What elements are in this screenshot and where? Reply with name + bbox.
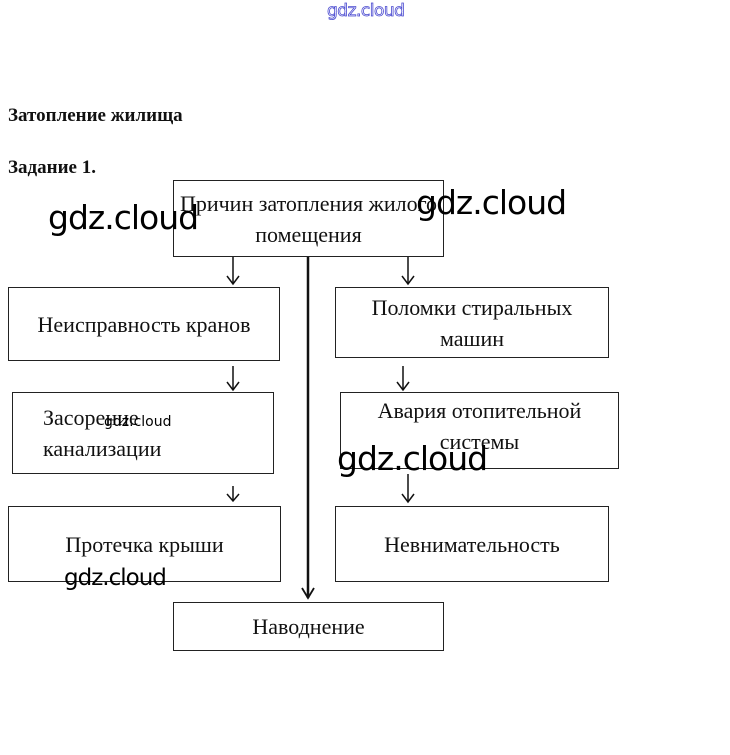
cause-box-carelessness: Невнимательность bbox=[335, 506, 609, 582]
arrow-head-icon bbox=[226, 493, 240, 503]
cause-label: Поломки стиральных машин bbox=[371, 294, 573, 351]
watermark: gdz.cloud bbox=[64, 565, 167, 591]
arrow-head-icon bbox=[226, 381, 240, 392]
watermark: gdz.cloud bbox=[337, 439, 488, 478]
cause-box-roof-leak: Протечка крыши bbox=[8, 506, 281, 582]
watermark: gdz.cloud bbox=[416, 183, 567, 222]
watermark: gdz.cloud bbox=[48, 198, 199, 237]
cause-label: Засорение канализации bbox=[43, 405, 162, 461]
arrow-head-icon bbox=[301, 587, 315, 600]
watermark-top: gdz.cloud bbox=[327, 1, 406, 22]
arrow-head-icon bbox=[401, 275, 415, 286]
root-cause-label: Причин затопления жилого помещения bbox=[179, 190, 438, 247]
cause-label: Невнимательность bbox=[384, 531, 560, 557]
cause-box-sewer-clog: Засорение канализации bbox=[12, 392, 274, 474]
cause-label: Авария отопительной системы bbox=[377, 398, 582, 454]
watermark: gdz.cloud bbox=[104, 414, 172, 430]
arrow-head-icon bbox=[401, 493, 415, 504]
cause-box-heating-failure: Авария отопительной системы bbox=[340, 392, 619, 469]
root-cause-box: Причин затопления жилого помещения bbox=[173, 180, 444, 257]
cause-label: Протечка крыши bbox=[65, 531, 224, 557]
task-label: Задание 1. bbox=[8, 157, 96, 178]
document-title: Затопление жилища bbox=[8, 105, 183, 126]
cause-box-faulty-taps: Неисправность кранов bbox=[8, 287, 280, 361]
cause-box-washing-machines: Поломки стиральных машин bbox=[335, 287, 609, 358]
arrow-head-icon bbox=[226, 275, 240, 286]
cause-label: Наводнение bbox=[252, 614, 365, 639]
arrow-head-icon bbox=[396, 381, 410, 392]
cause-label: Неисправность кранов bbox=[37, 311, 251, 337]
cause-box-flood: Наводнение bbox=[173, 602, 444, 651]
